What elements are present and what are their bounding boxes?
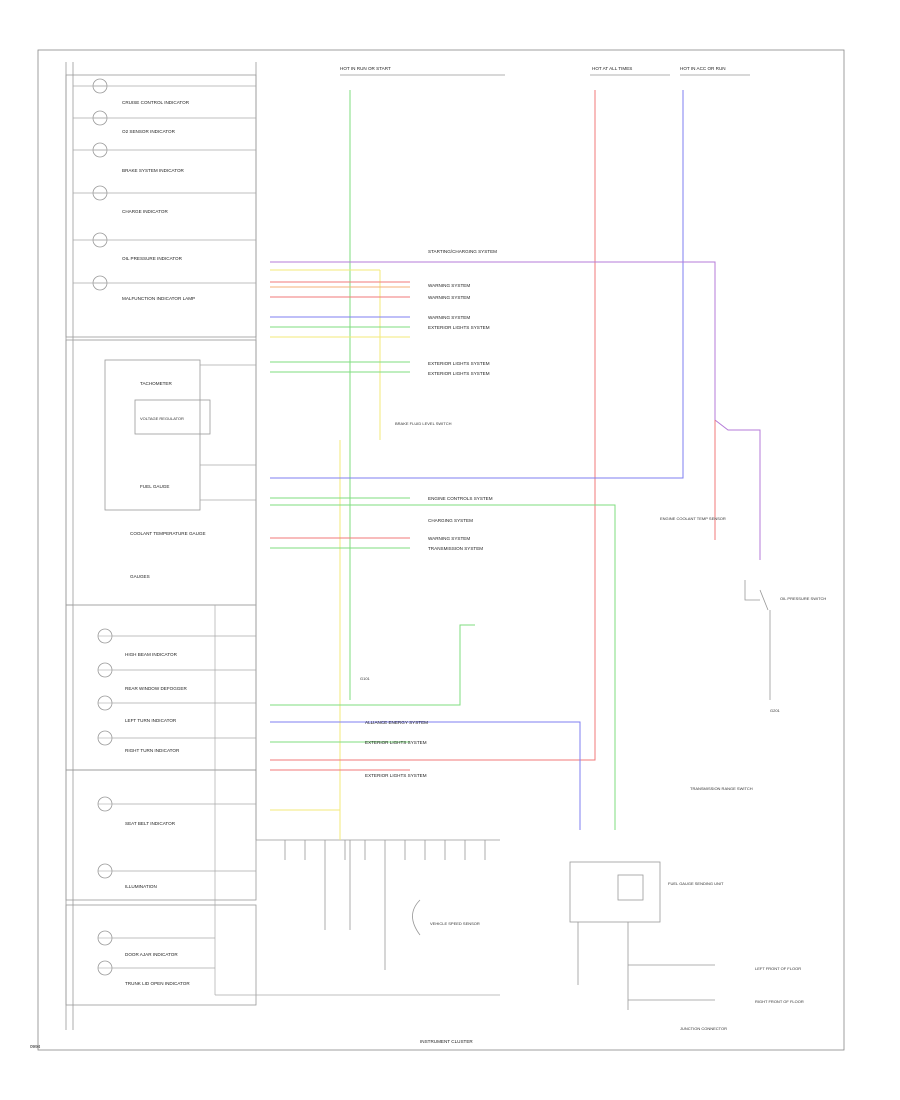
- cluster-label-oil: OIL PRESSURE INDICATOR: [122, 256, 183, 261]
- cluster-label-malf: MALFUNCTION INDICATOR LAMP: [122, 296, 195, 301]
- cluster-section-door: [65, 904, 257, 1006]
- cluster-label-cruise: CRUISE CONTROL INDICATOR: [122, 100, 190, 105]
- cluster-label-illum: ILLUMINATION: [125, 884, 157, 889]
- cluster-section-lower: [65, 769, 257, 901]
- system-label-9: CHARGING SYSTEM: [428, 518, 473, 523]
- fuse-label-left: HOT IN RUN OR START: [340, 66, 391, 71]
- diagram-frame: [37, 49, 845, 1051]
- component-brake-switch: BRAKE FLUID LEVEL SWITCH: [395, 421, 452, 426]
- indicator-bulb-8: [97, 662, 113, 678]
- cluster-label-highbeam: HIGH BEAM INDICATOR: [125, 652, 178, 657]
- component-junction: JUNCTION CONNECTOR: [680, 1026, 727, 1031]
- indicator-bulb-12: [97, 863, 113, 879]
- component-rhd: RIGHT FRONT OF FLOOR: [755, 999, 804, 1004]
- component-ground-right: G201: [770, 708, 781, 713]
- system-label-12: ALLIANCE ENERGY SYSTEM: [365, 720, 428, 725]
- bottom-connector-pins: [256, 839, 500, 970]
- cluster-label-charge: CHARGE INDICATOR: [122, 209, 168, 214]
- cluster-label-door: DOOR AJAR INDICATOR: [125, 952, 178, 957]
- system-label-8: ENGINE CONTROLS SYSTEM: [428, 496, 493, 501]
- cluster-label-brake: BRAKE SYSTEM INDICATOR: [122, 168, 185, 173]
- fuse-label-right: HOT IN ACC OR RUN: [680, 66, 726, 71]
- cluster-label-rearwin: REAR WINDOW DEFOGGER: [125, 686, 187, 691]
- cluster-label-lturn: LEFT TURN INDICATOR: [125, 718, 177, 723]
- system-label-7: EXTERIOR LIGHTS SYSTEM: [428, 371, 490, 376]
- cluster-section-gauges: [65, 339, 257, 606]
- indicator-bulb-13: [97, 930, 113, 946]
- indicator-bulb-14: [97, 960, 113, 976]
- system-label-5: EXTERIOR LIGHTS SYSTEM: [428, 325, 490, 330]
- cluster-label-temp: COOLANT TEMPERATURE GAUGE: [130, 531, 206, 536]
- component-ground-left: G101: [360, 676, 371, 681]
- instrument-cluster-caption: INSTRUMENT CLUSTER: [420, 1039, 473, 1044]
- system-label-13: EXTERIOR LIGHTS SYSTEM: [365, 740, 427, 745]
- footer-code: 0994: [30, 1044, 41, 1049]
- cluster-label-tach: TACHOMETER: [140, 381, 172, 386]
- cluster-label-seatbelt: SEAT BELT INDICATOR: [125, 821, 176, 826]
- indicator-bulb-9: [97, 695, 113, 711]
- system-label-14: EXTERIOR LIGHTS SYSTEM: [365, 773, 427, 778]
- voltage-regulator-box: [134, 399, 211, 435]
- cluster-label-fuel: FUEL GAUGE: [140, 484, 169, 489]
- system-label-1: STARTING/CHARGING SYSTEM: [428, 249, 497, 254]
- component-speed-sensor: VEHICLE SPEED SENSOR: [430, 921, 480, 926]
- cluster-label-gauges: GAUGES: [130, 574, 150, 579]
- wire-blue-main: [270, 90, 684, 479]
- system-label-11: TRANSMISSION SYSTEM: [428, 546, 483, 551]
- indicator-bulb-10: [97, 730, 113, 746]
- cluster-leads: [73, 85, 500, 996]
- wire-violet: [270, 261, 761, 560]
- cluster-label-o2: O2 SENSOR INDICATOR: [122, 129, 176, 134]
- component-trans: TRANSMISSION RANGE SWITCH: [690, 786, 753, 791]
- system-label-10: WARNING SYSTEM: [428, 536, 470, 541]
- system-label-3: WARNING SYSTEM: [428, 295, 470, 300]
- fuel-sending-unit-box: [569, 861, 661, 923]
- component-fuel-unit: FUEL GAUGE SENDING UNIT: [668, 881, 724, 886]
- cluster-label-voltage: VOLTAGE REGULATOR: [140, 416, 184, 421]
- indicator-bulb-7: [97, 628, 113, 644]
- fuse-label-mid: HOT AT ALL TIMES: [592, 66, 632, 71]
- oil-switch-symbol: [744, 580, 769, 611]
- indicator-bulb-11: [97, 796, 113, 812]
- speed-sensor-symbol: [412, 899, 421, 936]
- wire-red-main: [270, 90, 596, 761]
- component-lhd: LEFT FRONT OF FLOOR: [755, 966, 801, 971]
- tachometer-box: [104, 359, 201, 511]
- system-label-2: WARNING SYSTEM: [428, 283, 470, 288]
- component-oil-switch: OIL PRESSURE SWITCH: [780, 596, 826, 601]
- fuel-sending-unit-inner: [617, 874, 644, 901]
- component-coolant-sensor: ENGINE COOLANT TEMP SENSOR: [660, 516, 726, 521]
- wire-yellow-main: [339, 270, 381, 840]
- system-label-6: EXTERIOR LIGHTS SYSTEM: [428, 361, 490, 366]
- cluster-label-trunk: TRUNK LID OPEN INDICATOR: [125, 981, 190, 986]
- cluster-label-rturn: RIGHT TURN INDICATOR: [125, 748, 180, 753]
- system-label-4: WARNING SYSTEM: [428, 315, 470, 320]
- colored-wires: [270, 90, 761, 840]
